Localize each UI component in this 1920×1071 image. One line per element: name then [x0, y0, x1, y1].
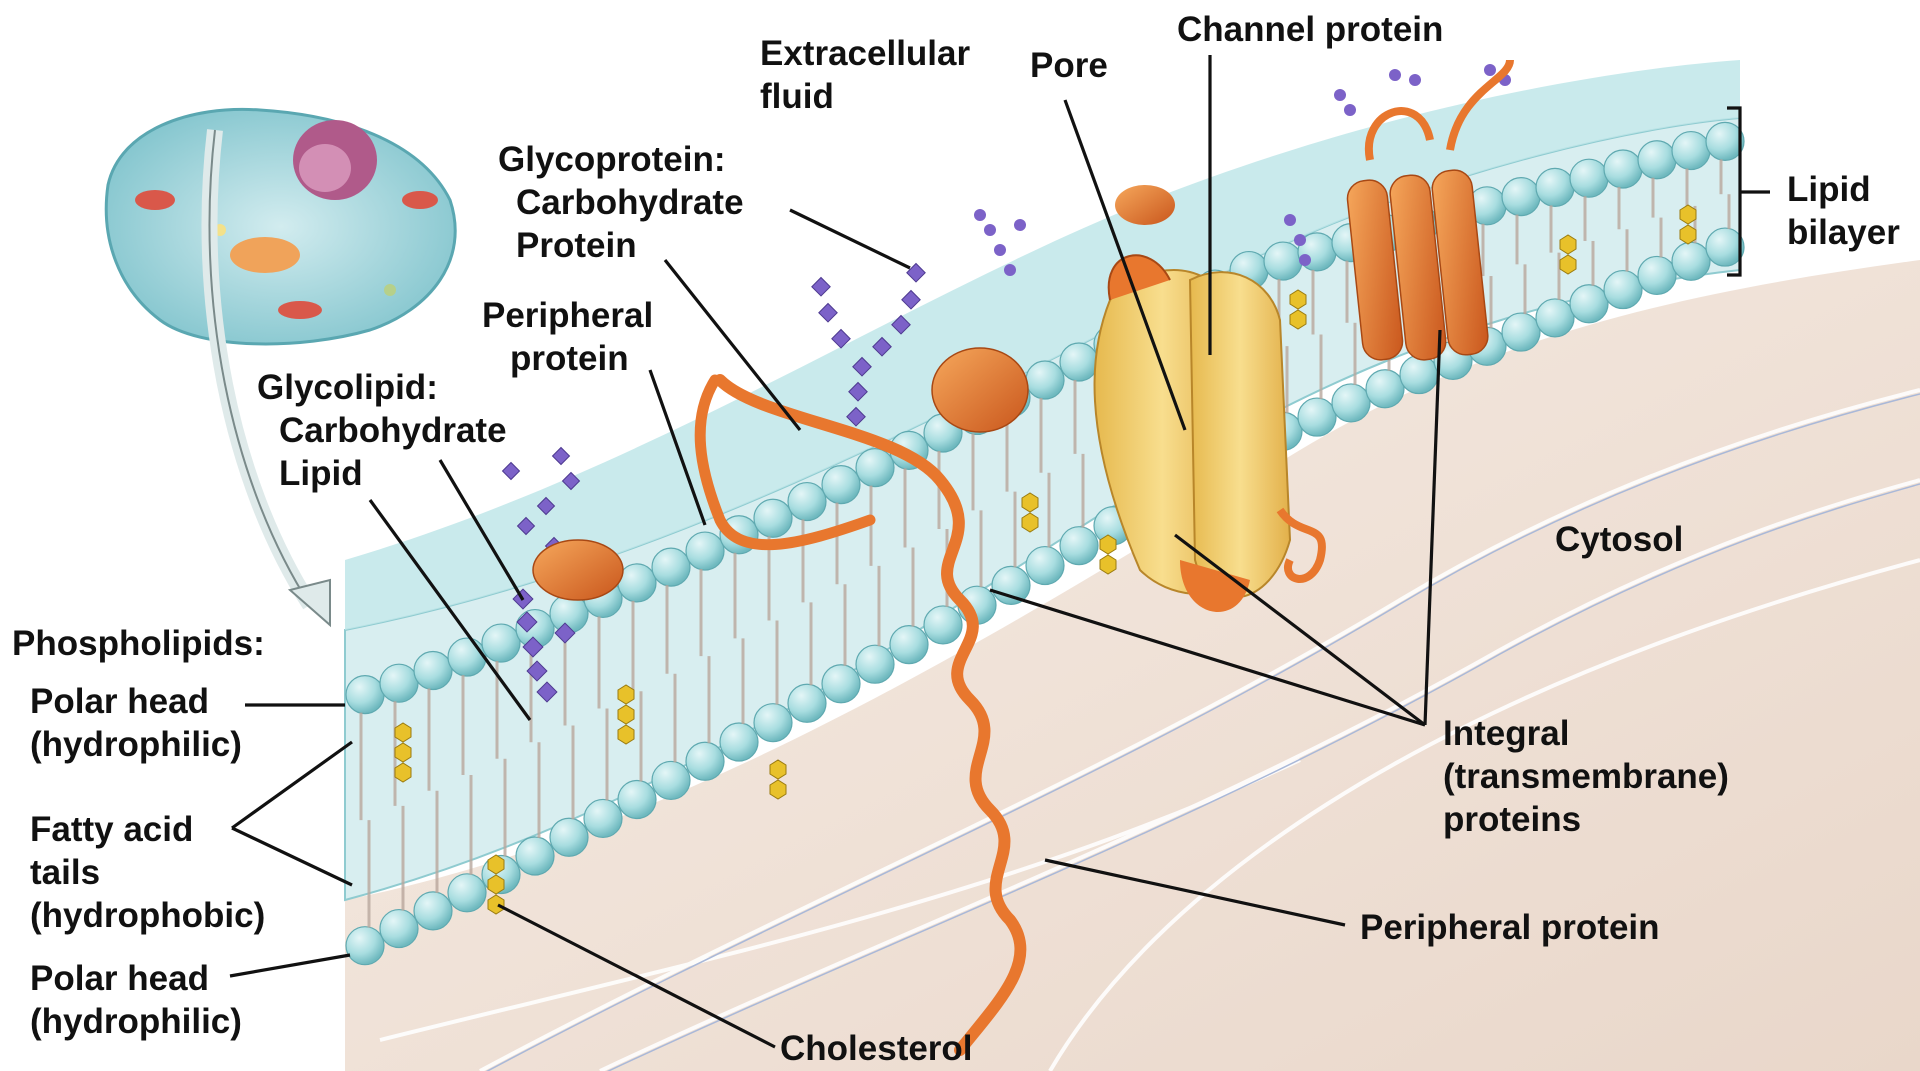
phospholipid-head	[1298, 398, 1336, 436]
phospholipid-head	[890, 626, 928, 664]
phospholipid-head	[516, 837, 554, 875]
phospholipid-head	[652, 548, 690, 586]
phospholipid-head	[1638, 141, 1676, 179]
phospholipid-head	[1264, 242, 1302, 280]
phospholipid-head	[618, 780, 656, 818]
label-peripheral-protein-top: Peripheral protein	[482, 294, 653, 380]
phospholipid-head	[1604, 271, 1642, 309]
label-phospholipids: Phospholipids:	[12, 622, 265, 665]
phospholipid-head	[1638, 256, 1676, 294]
label-pore: Pore	[1030, 44, 1108, 87]
cell-thumbnail	[106, 109, 455, 344]
phospholipid-head	[754, 704, 792, 742]
label-polar-head-top: Polar head (hydrophilic)	[30, 680, 242, 766]
phospholipid-head	[686, 742, 724, 780]
phospholipid-head	[550, 818, 588, 856]
phospholipid-head	[1672, 242, 1710, 280]
phospholipid-head	[1026, 361, 1064, 399]
phospholipid-head	[1570, 159, 1608, 197]
transmembrane-alpha-helices	[1346, 168, 1490, 361]
phospholipid-head	[1400, 356, 1438, 394]
label-glycoprotein: Glycoprotein: Carbohydrate Protein	[498, 138, 744, 267]
phospholipid-head	[992, 566, 1030, 604]
label-glycolipid: Glycolipid: Carbohydrate Lipid	[257, 366, 507, 495]
label-extracellular-fluid: Extracellular fluid	[760, 32, 970, 118]
phospholipid-head	[1332, 384, 1370, 422]
label-lipid-bilayer: Lipid bilayer	[1787, 168, 1900, 254]
phospholipid-head	[924, 606, 962, 644]
phospholipid-head	[1706, 228, 1744, 266]
phospholipid-head	[856, 645, 894, 683]
phospholipid-head	[380, 910, 418, 948]
phospholipid-head	[1536, 299, 1574, 337]
phospholipid-head	[448, 638, 486, 676]
phospholipid-head	[584, 799, 622, 837]
phospholipid-head	[1570, 285, 1608, 323]
phospholipid-head	[414, 652, 452, 690]
globular-protein-top	[1115, 185, 1175, 225]
label-polar-head-bottom: Polar head (hydrophilic)	[30, 957, 242, 1043]
label-integral-proteins: Integral (transmembrane) proteins	[1443, 712, 1729, 841]
peripheral-protein-blob-left	[533, 540, 623, 600]
phospholipid-head	[788, 483, 826, 521]
phospholipid-head	[380, 664, 418, 702]
phospholipid-head	[1706, 122, 1744, 160]
phospholipid-head	[1060, 343, 1098, 381]
phospholipid-head	[1536, 168, 1574, 206]
phospholipid-head	[1366, 370, 1404, 408]
label-cholesterol: Cholesterol	[780, 1027, 973, 1070]
label-fatty-acid-tails: Fatty acid tails (hydrophobic)	[30, 808, 265, 937]
phospholipid-head	[822, 665, 860, 703]
phospholipid-head	[1060, 527, 1098, 565]
phospholipid-head	[346, 676, 384, 714]
phospholipid-head	[822, 466, 860, 504]
phospholipid-head	[414, 892, 452, 930]
phospholipid-head	[448, 874, 486, 912]
phospholipid-head	[1604, 150, 1642, 188]
phospholipid-head	[1502, 178, 1540, 216]
phospholipid-head	[652, 761, 690, 799]
phospholipid-head	[1672, 132, 1710, 170]
leader-polar-head-bottom	[230, 955, 350, 976]
phospholipid-head	[1026, 547, 1064, 585]
phospholipid-head	[346, 927, 384, 965]
phospholipid-head	[482, 624, 520, 662]
phospholipid-head	[754, 499, 792, 537]
phospholipid-head	[856, 449, 894, 487]
label-cytosol: Cytosol	[1555, 518, 1683, 561]
label-channel-protein: Channel protein	[1177, 8, 1443, 51]
phospholipid-head	[1502, 313, 1540, 351]
phospholipid-head	[788, 684, 826, 722]
phospholipid-head	[720, 723, 758, 761]
leader-glycoprotein-carb	[790, 210, 910, 268]
globular-protein	[932, 348, 1028, 432]
label-peripheral-protein-bottom: Peripheral protein	[1360, 906, 1660, 949]
phospholipid-head	[686, 532, 724, 570]
